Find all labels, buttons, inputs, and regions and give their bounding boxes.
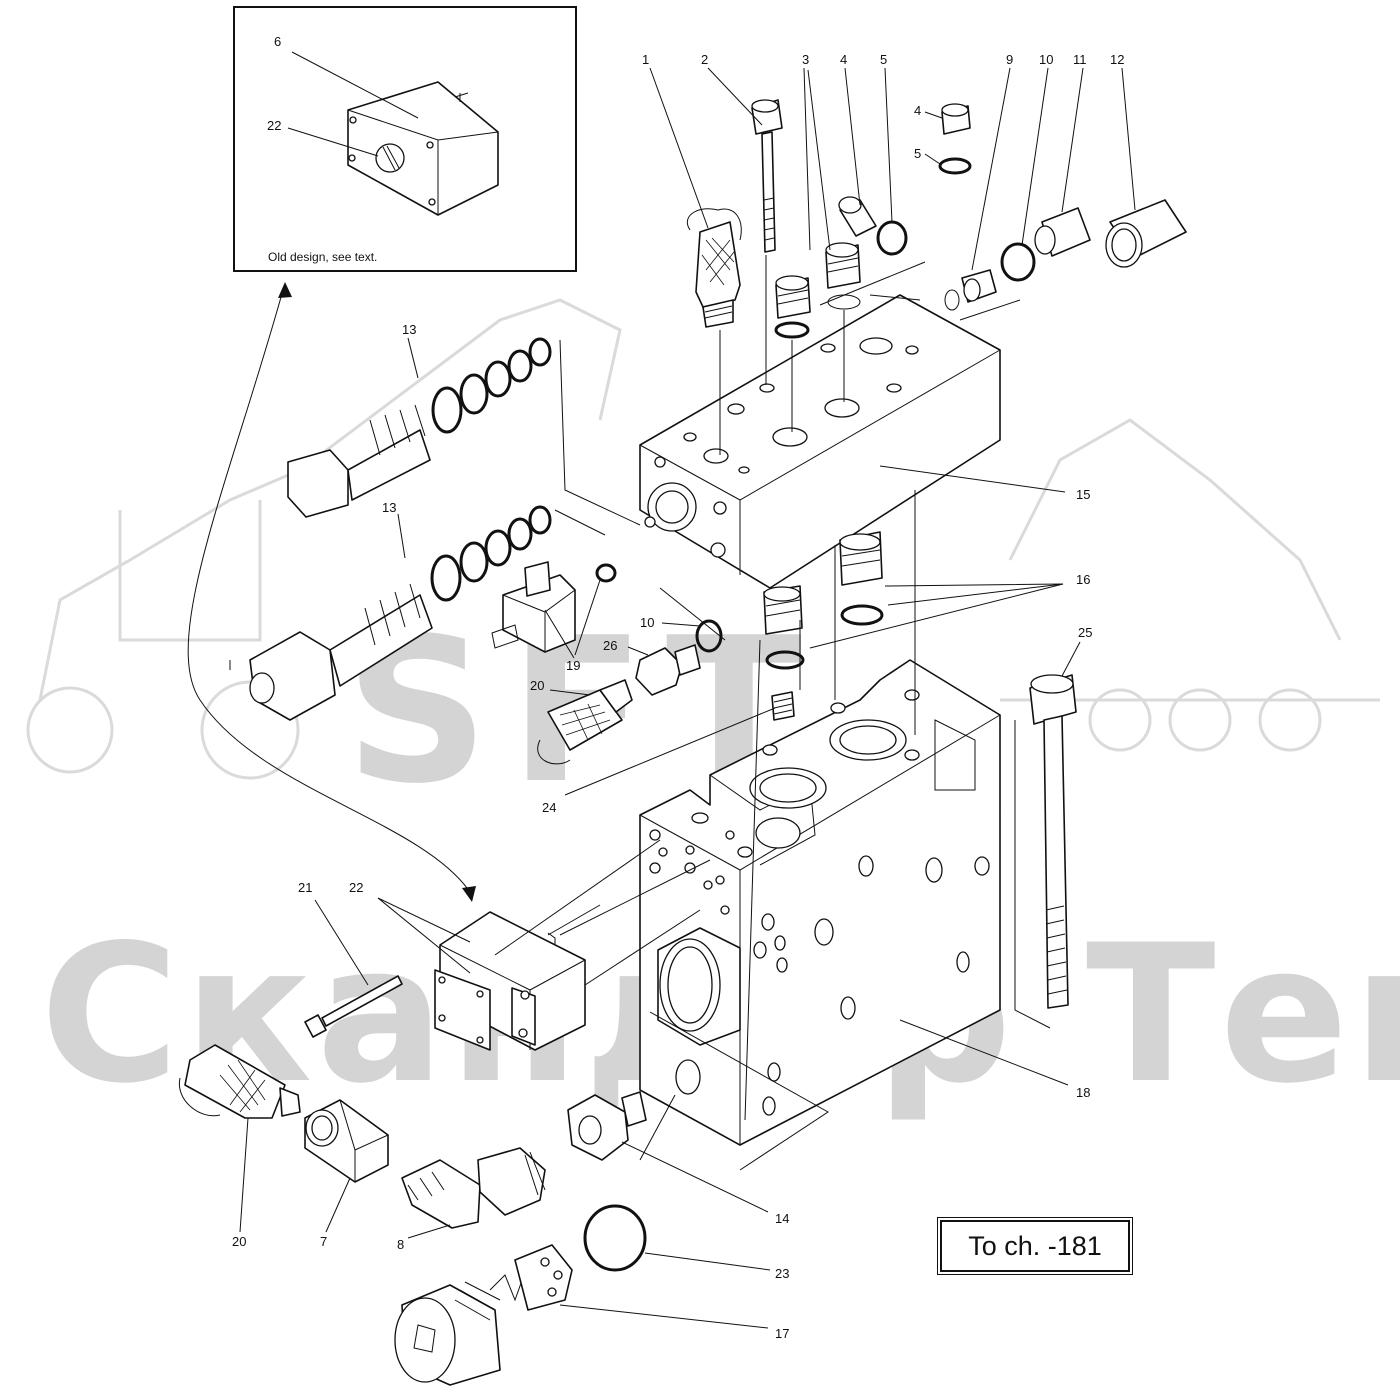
leader-lines bbox=[239, 67, 1136, 1329]
callout-2: 2 bbox=[701, 52, 708, 67]
part-26-adapter bbox=[635, 619, 723, 696]
part-19-valve bbox=[491, 561, 617, 653]
callout-18: 18 bbox=[1076, 1085, 1090, 1100]
callout-26: 26 bbox=[603, 638, 617, 653]
part-9-12-fittings bbox=[944, 199, 1187, 311]
part-21-bolt bbox=[304, 975, 403, 1038]
callout-10a: 10 bbox=[1039, 52, 1053, 67]
leader-22a bbox=[287, 127, 379, 157]
callout-20a: 20 bbox=[530, 678, 544, 693]
part-16-plugs bbox=[763, 531, 884, 670]
part-23-oring bbox=[583, 1204, 647, 1272]
leader-6 bbox=[291, 51, 419, 119]
callout-9: 9 bbox=[1006, 52, 1013, 67]
callout-10b: 10 bbox=[640, 615, 654, 630]
part-4-5-plug-seal bbox=[838, 103, 972, 256]
part-13-cartridge-upper bbox=[287, 337, 552, 518]
callout-3: 3 bbox=[802, 52, 809, 67]
part-1-test-point bbox=[687, 208, 742, 328]
callout-14: 14 bbox=[775, 1211, 789, 1226]
callout-7: 7 bbox=[320, 1234, 327, 1249]
callouts: 1 2 3 4 5 9 10 11 12 4 5 13 13 15 16 10 … bbox=[232, 52, 1124, 1341]
callout-11: 11 bbox=[1073, 52, 1087, 67]
watermark-tractor-left bbox=[26, 298, 622, 780]
part-13-cartridge-lower bbox=[249, 505, 552, 721]
callout-21: 21 bbox=[298, 880, 312, 895]
callout-1: 1 bbox=[642, 52, 649, 67]
part-14-adapter bbox=[567, 1091, 647, 1161]
part-8-elbow bbox=[401, 1147, 546, 1229]
callout-4b: 4 bbox=[914, 103, 921, 118]
part-3-plugs bbox=[774, 242, 861, 339]
inset-frame bbox=[233, 6, 577, 272]
callout-13b: 13 bbox=[382, 500, 396, 515]
alignment-lines bbox=[229, 255, 1051, 1171]
part-7-coupling bbox=[304, 1099, 389, 1183]
part-25-long-bolt bbox=[1029, 674, 1077, 1009]
callout-5a: 5 bbox=[880, 52, 887, 67]
inset-caption: Old design, see text. bbox=[268, 250, 378, 264]
part-15-upper-block bbox=[639, 294, 1001, 589]
callout-19: 19 bbox=[566, 658, 580, 673]
callout-5b: 5 bbox=[914, 146, 921, 161]
callout-12: 12 bbox=[1110, 52, 1124, 67]
part-17-relief-valve bbox=[394, 1244, 573, 1386]
part-20-test-point-lower bbox=[178, 1044, 301, 1119]
callout-16: 16 bbox=[1076, 572, 1090, 587]
part-24-filter bbox=[771, 691, 795, 721]
callout-22b: 22 bbox=[349, 880, 363, 895]
callout-22a: 22 bbox=[267, 118, 281, 133]
callout-4a: 4 bbox=[840, 52, 847, 67]
callout-20b: 20 bbox=[232, 1234, 246, 1249]
callout-25: 25 bbox=[1078, 625, 1092, 640]
callout-15: 15 bbox=[1076, 487, 1090, 502]
part-22-solenoid bbox=[434, 904, 601, 1051]
callout-6: 6 bbox=[274, 34, 281, 49]
chapter-reference-box: To ch. -181 bbox=[940, 1220, 1130, 1272]
part-2-bolt bbox=[751, 99, 783, 253]
part-6-solenoid-old bbox=[347, 81, 499, 216]
callout-23: 23 bbox=[775, 1266, 789, 1281]
inset-old-design: 6 22 bbox=[267, 34, 499, 216]
callout-17: 17 bbox=[775, 1326, 789, 1341]
chapter-reference-label: To ch. -181 bbox=[968, 1230, 1102, 1261]
callout-8: 8 bbox=[397, 1237, 404, 1252]
callout-13a: 13 bbox=[402, 322, 416, 337]
callout-24: 24 bbox=[542, 800, 556, 815]
inset-link-arrow bbox=[187, 282, 476, 902]
part-20-test-point-upper bbox=[537, 679, 633, 765]
